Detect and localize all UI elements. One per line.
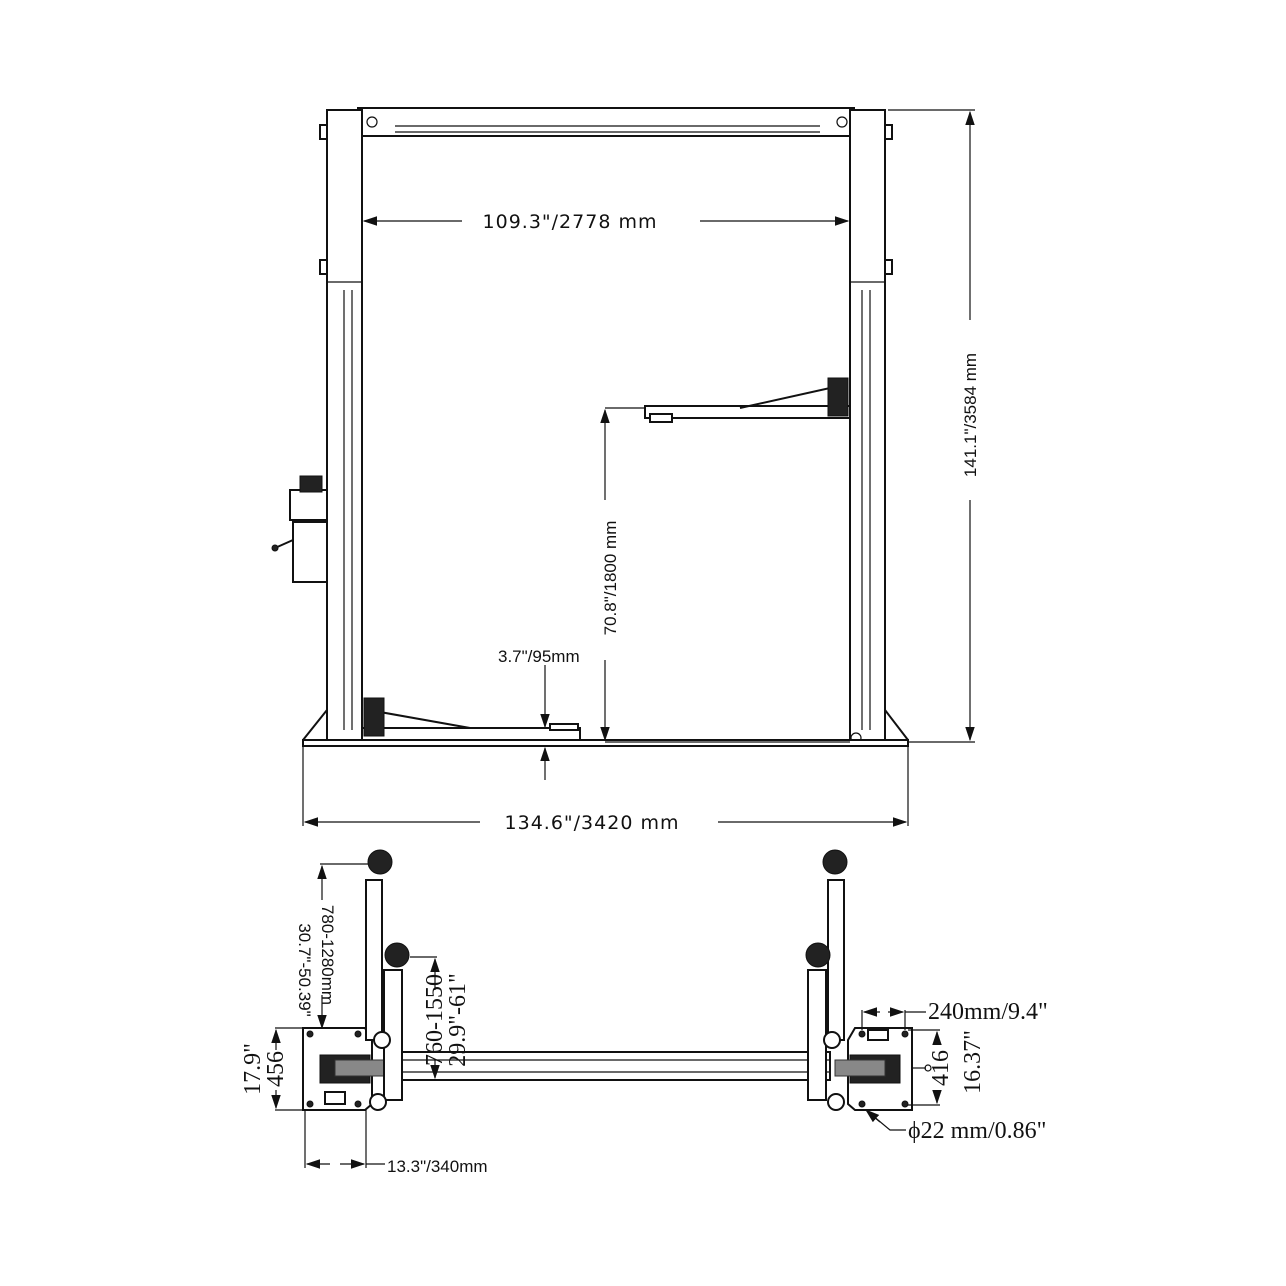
dimension-total-height: 141.1"/3584 mm bbox=[888, 109, 980, 743]
left-column bbox=[302, 109, 363, 743]
dimension-short-arm-range: 760-1550 29.9"-61" bbox=[410, 956, 471, 1080]
right-lift-arm-raised bbox=[644, 377, 851, 423]
dimension-bolt-depth: 416 16.37" bbox=[908, 1029, 986, 1106]
min-pad-height-label: 3.7"/95mm bbox=[498, 647, 580, 666]
base-depth-in-label: 17.9" bbox=[240, 1043, 266, 1095]
bolt-depth-mm-label: 416 bbox=[928, 1050, 954, 1086]
short-arm-range-mm-label: 760-1550 bbox=[422, 974, 448, 1066]
top-view: 780-1280mm 30.7"-50.39" 760-1550 29.9"-6… bbox=[240, 849, 1048, 1176]
overall-width-label: 134.6"/3420 mm bbox=[505, 812, 680, 834]
dimension-min-pad-height: 3.7"/95mm bbox=[498, 647, 580, 780]
base-width-label: 13.3"/340mm bbox=[387, 1157, 488, 1176]
max-lift-height-label: 70.8"/1800 mm bbox=[601, 521, 620, 636]
dimension-bolt-spacing: 240mm/9.4" bbox=[861, 999, 1048, 1030]
long-arm-range-mm-label: 780-1280mm bbox=[318, 905, 337, 1005]
right-column bbox=[849, 109, 909, 744]
left-base-assembly bbox=[302, 849, 410, 1111]
bolt-spacing-label: 240mm/9.4" bbox=[928, 999, 1048, 1025]
top-crossbeam bbox=[357, 107, 855, 137]
floor-beam bbox=[384, 1051, 831, 1081]
front-view: 109.3"/2778 mm 141.1"/3584 mm 70.8"/1800… bbox=[271, 107, 980, 834]
base-depth-mm-label: 456 bbox=[263, 1051, 289, 1087]
dimension-inner-width: 109.3"/2778 mm bbox=[362, 211, 850, 233]
dimension-anchor-diameter: ϕ22 mm/0.86" bbox=[865, 1109, 1046, 1144]
right-base-assembly bbox=[805, 849, 932, 1111]
dimension-base-depth: 17.9" 456 bbox=[240, 1027, 303, 1111]
power-unit bbox=[271, 475, 328, 583]
inner-width-label: 109.3"/2778 mm bbox=[483, 211, 658, 233]
dimension-max-lift-height: 70.8"/1800 mm bbox=[600, 407, 850, 743]
left-lift-arm-lowered bbox=[361, 697, 581, 741]
dimension-base-width: 13.3"/340mm bbox=[304, 1110, 488, 1176]
dimension-overall-width: 134.6"/3420 mm bbox=[302, 746, 909, 834]
total-height-label: 141.1"/3584 mm bbox=[961, 353, 980, 477]
short-arm-range-in-label: 29.9"-61" bbox=[445, 973, 471, 1067]
anchor-diameter-label: ϕ22 mm/0.86" bbox=[908, 1118, 1046, 1144]
long-arm-range-in-label: 30.7"-50.39" bbox=[295, 923, 314, 1016]
bolt-depth-in-label: 16.37" bbox=[960, 1030, 986, 1094]
dimension-long-arm-range: 780-1280mm 30.7"-50.39" bbox=[295, 863, 368, 1030]
